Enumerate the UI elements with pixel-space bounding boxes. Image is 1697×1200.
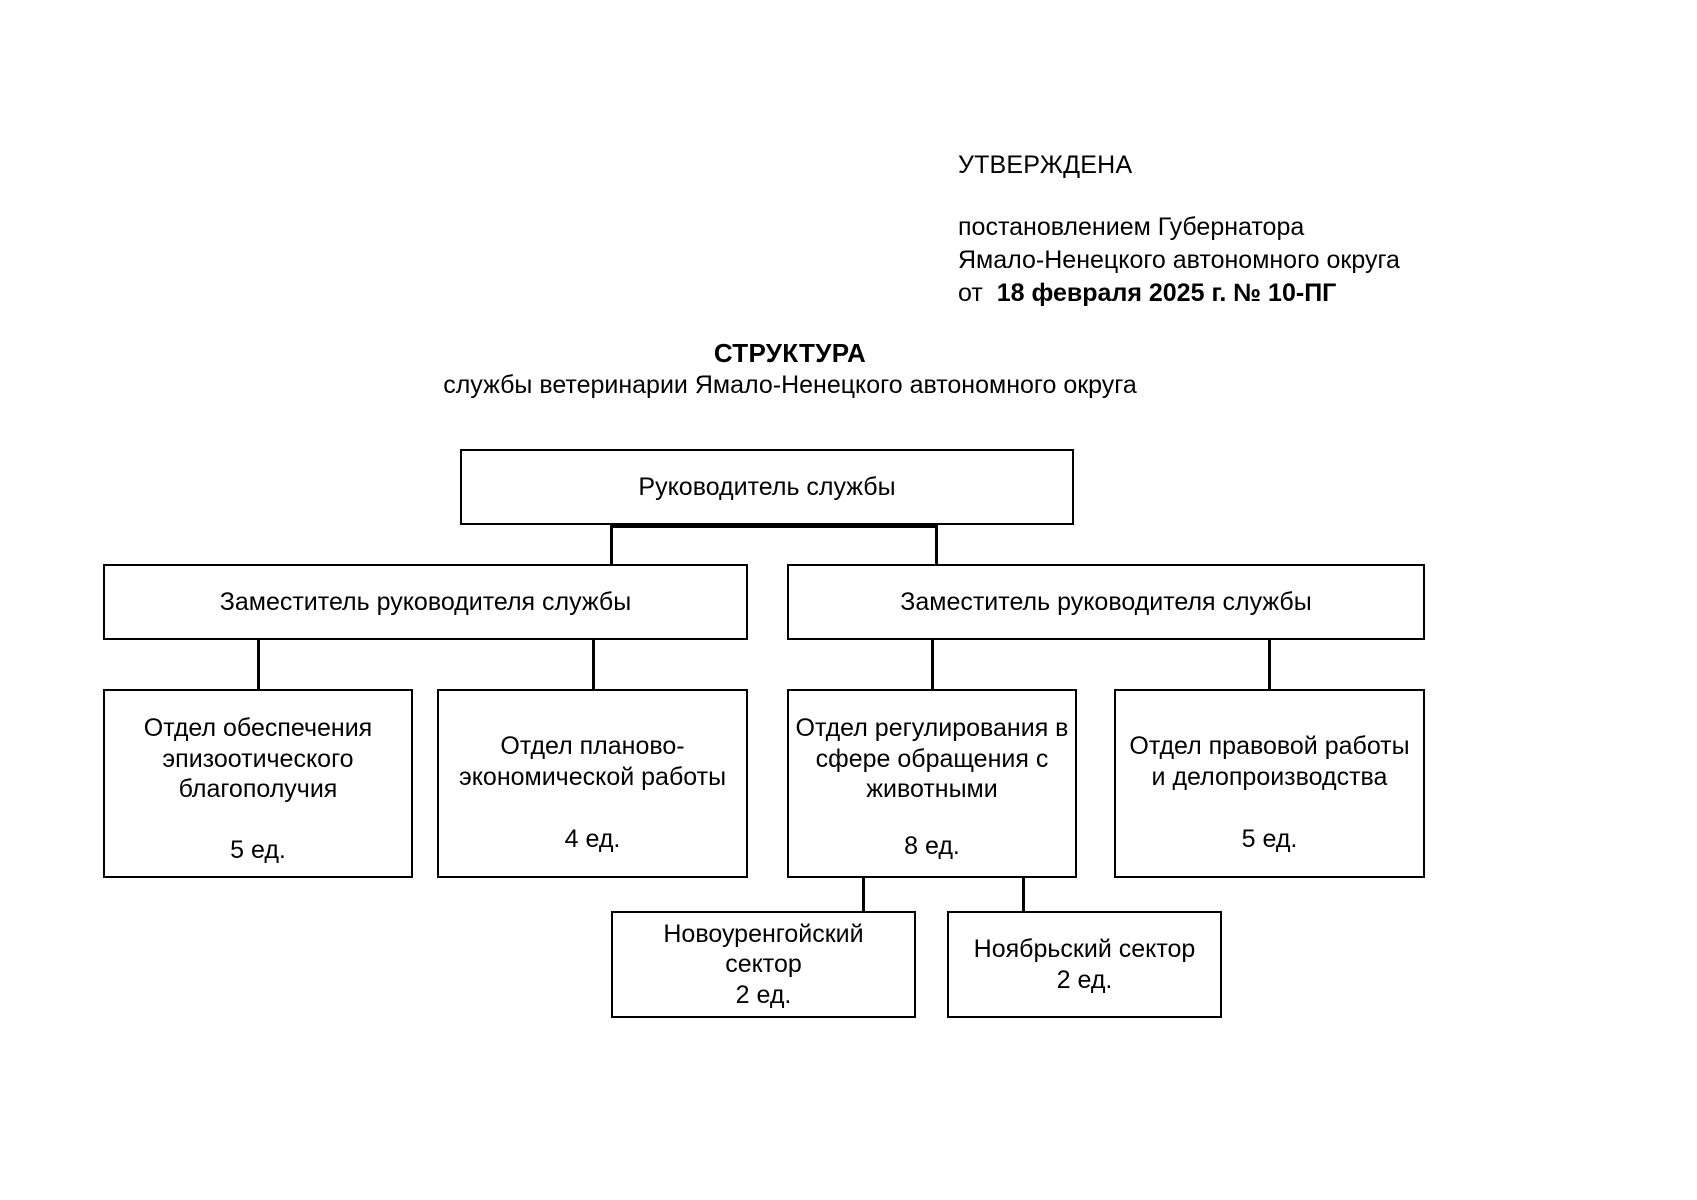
node-deputy-right[interactable]: Заместитель руководителя службы bbox=[787, 564, 1425, 640]
node-department-planning-label: Отдел планово- экономической работы bbox=[458, 732, 727, 791]
connector-head-bus bbox=[610, 525, 938, 528]
node-department-epizootic-count: 5 ед. bbox=[230, 835, 286, 864]
approval-date-line: от 18 февраля 2025 г. № 10-ПГ bbox=[958, 277, 1478, 310]
approval-date-value: 18 февраля 2025 г. № 10-ПГ bbox=[996, 279, 1337, 308]
connector-animals-to-novyurengoy bbox=[862, 877, 865, 912]
node-head-of-service[interactable]: Руководитель службы bbox=[460, 449, 1074, 525]
connector-animals-to-noyabrsk bbox=[1022, 877, 1025, 912]
connector-deputy-right-to-animals bbox=[931, 640, 934, 690]
connector-deputy-left-to-epizootic bbox=[257, 640, 260, 690]
node-department-legal-label: Отдел правовой работы и делопроизводства bbox=[1129, 732, 1410, 791]
node-sector-novy-urengoy[interactable]: Новоуренгойский сектор 2 ед. bbox=[611, 911, 916, 1018]
approval-line-1: постановлением Губернатора bbox=[958, 213, 1305, 242]
approval-block: УТВЕРЖДЕНА постановлением Губернатора Ям… bbox=[958, 150, 1478, 310]
node-sector-noyabrsk[interactable]: Ноябрьский сектор 2 ед. bbox=[947, 911, 1222, 1018]
node-department-legal[interactable]: Отдел правовой работы и делопроизводства… bbox=[1114, 689, 1425, 878]
node-department-epizootic[interactable]: Отдел обеспечения эпизоотического благоп… bbox=[103, 689, 413, 878]
node-department-animal-regulation[interactable]: Отдел регулирования в сфере обращения с … bbox=[787, 689, 1077, 878]
node-deputy-left-label: Заместитель руководителя службы bbox=[219, 587, 632, 616]
node-deputy-left[interactable]: Заместитель руководителя службы bbox=[103, 564, 748, 640]
page-subtitle: службы ветеринарии Ямало-Ненецкого автон… bbox=[443, 371, 1137, 399]
connector-head-to-deputy-right bbox=[935, 525, 938, 565]
node-department-animal-regulation-count: 8 ед. bbox=[904, 831, 960, 860]
page-title: СТРУКТУРА bbox=[713, 338, 867, 368]
connector-deputy-left-to-planning bbox=[592, 640, 595, 690]
node-head-of-service-label: Руководитель службы bbox=[638, 472, 896, 501]
connector-head-stub bbox=[610, 525, 613, 565]
approval-heading: УТВЕРЖДЕНА bbox=[958, 151, 1133, 179]
node-deputy-right-label: Заместитель руководителя службы bbox=[900, 587, 1312, 616]
approval-date-prefix: от bbox=[958, 279, 983, 308]
approval-body: постановлением Губернатора Ямало-Ненецко… bbox=[958, 211, 1478, 310]
connector-deputy-right-to-legal bbox=[1268, 640, 1271, 690]
node-sector-noyabrsk-label: Ноябрьский сектор 2 ед. bbox=[973, 935, 1196, 994]
node-department-planning[interactable]: Отдел планово- экономической работы 4 ед… bbox=[437, 689, 748, 878]
node-department-planning-count: 4 ед. bbox=[564, 825, 621, 853]
node-department-animal-regulation-label: Отдел регулирования в сфере обращения с … bbox=[795, 714, 1069, 803]
node-sector-novy-urengoy-label: Новоуренгойский сектор 2 ед. bbox=[663, 919, 864, 1009]
approval-line-2: Ямало-Ненецкого автономного округа bbox=[958, 246, 1400, 275]
node-department-epizootic-label: Отдел обеспечения эпизоотического благоп… bbox=[143, 714, 373, 803]
node-department-legal-count: 5 ед. bbox=[1241, 825, 1298, 853]
